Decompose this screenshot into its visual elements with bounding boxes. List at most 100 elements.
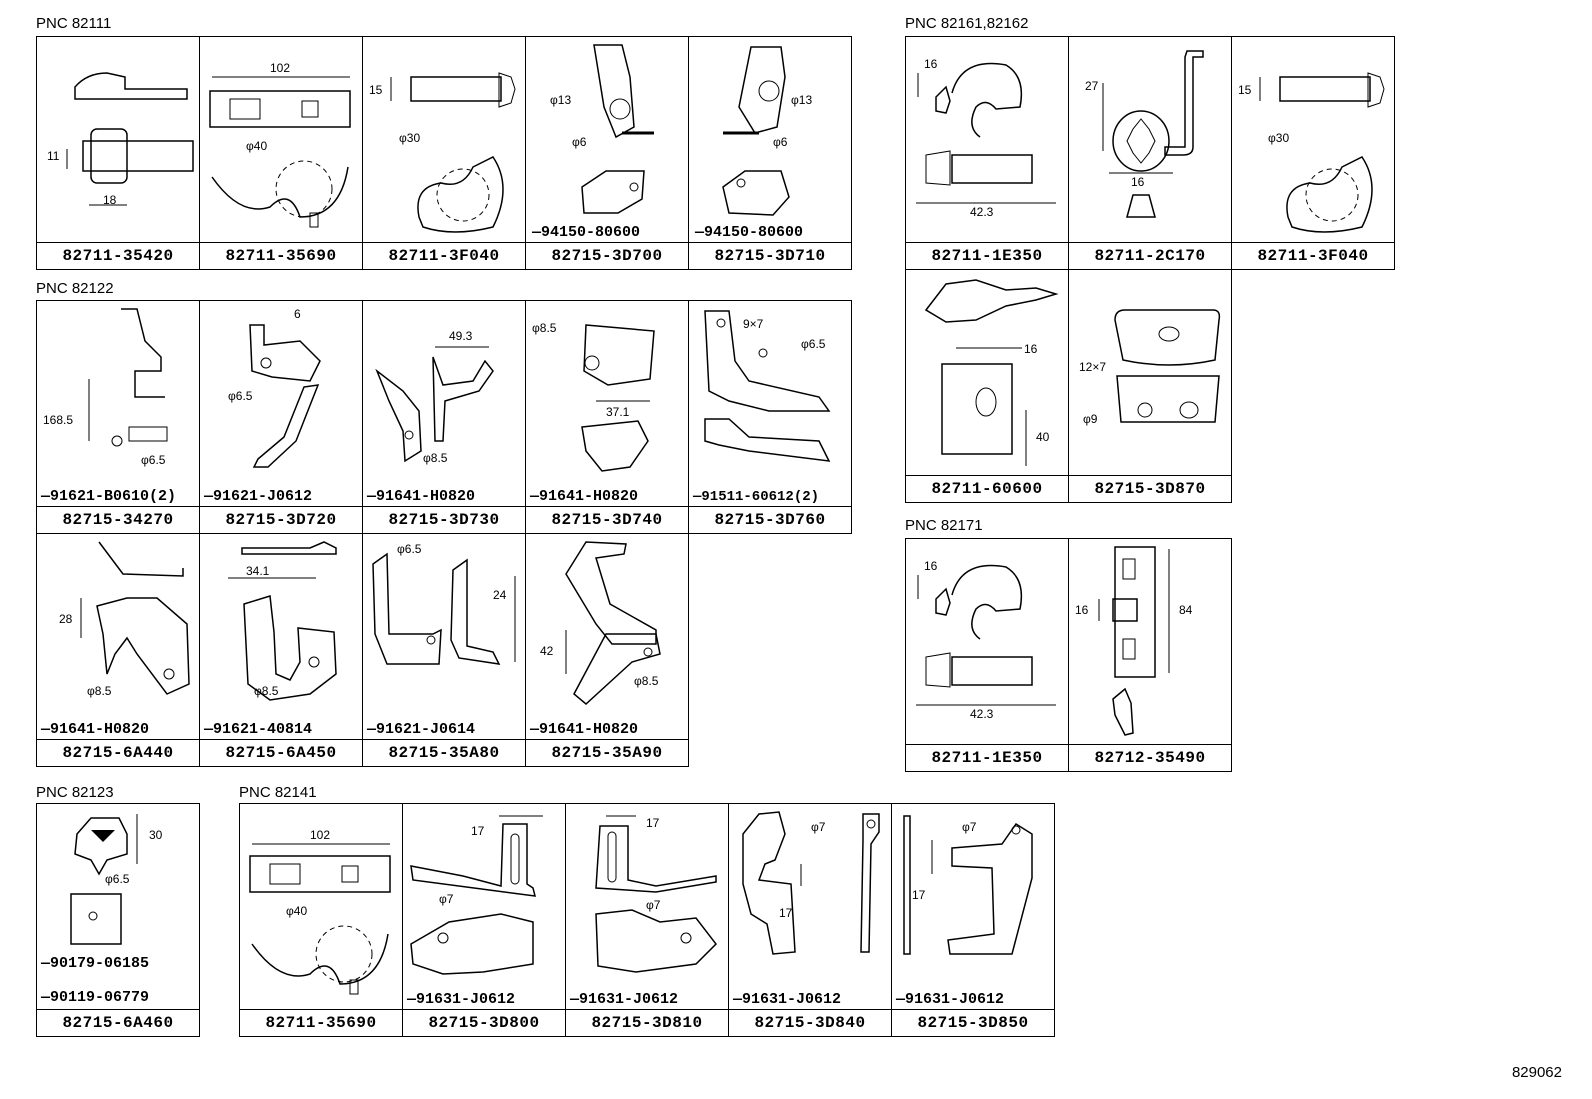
bracket-illustration	[249, 324, 321, 468]
part-cell-82711-60600[interactable]: 16 40 82711-60600	[905, 269, 1069, 503]
part-cell-82711-2C170[interactable]: 27 16 82711-2C170	[1068, 36, 1232, 270]
fastener-number: —91621-J0614	[367, 721, 476, 738]
part-cell-82712-35490[interactable]: 16 84 82712-35490	[1068, 538, 1232, 772]
dim-label: 11	[47, 149, 60, 163]
part-cell-82711-35690-b[interactable]: 102 φ40 82711-35690	[239, 803, 403, 1037]
part-cell-82715-3D740[interactable]: φ8.5 37.1 —91641-H0820 82715-3D740	[525, 300, 689, 534]
dim-label: 17	[912, 888, 926, 902]
dim-label: φ40	[246, 139, 268, 153]
part-number: 82715-6A450	[200, 739, 362, 766]
clamp-illustration	[390, 72, 516, 233]
part-cell-82715-3D720[interactable]: 6 φ6.5 —91621-J0612 82715-3D720	[199, 300, 363, 534]
part-cell-82715-35A80[interactable]: φ6.5 24 —91621-J0614 82715-35A80	[362, 533, 526, 767]
part-number: 82715-6A460	[37, 1009, 199, 1036]
clip-illustration	[916, 564, 1056, 706]
dim-label: 16	[1075, 603, 1089, 617]
bracket-illustration	[742, 811, 880, 955]
clip-illustration	[1098, 546, 1170, 736]
part-number: 82715-3D720	[200, 506, 362, 533]
part-cell-82715-6A450[interactable]: 34.1 φ8.5 —91621-40814 82715-6A450	[199, 533, 363, 767]
part-number: 82715-3D840	[729, 1009, 891, 1036]
part-cell-82715-3D760[interactable]: 9×7 φ6.5 —91511-60612(2) 82715-3D760	[688, 300, 852, 534]
dim-label: 28	[59, 612, 73, 626]
fastener-number: —91641-H0820	[41, 721, 150, 738]
dim-label: 6	[294, 307, 301, 321]
dim-label: φ8.5	[87, 684, 112, 698]
dim-label: 40	[1036, 430, 1050, 444]
dim-label: 17	[471, 824, 485, 838]
part-number: 82715-35A90	[526, 739, 688, 766]
part-cell-82711-35420[interactable]: 11 18 82711-35420	[36, 36, 200, 270]
part-number: 82711-1E350	[906, 744, 1068, 771]
dim-label: 84	[1179, 603, 1193, 617]
dim-label: φ6	[773, 135, 788, 149]
dim-label: φ13	[550, 93, 572, 107]
part-cell-82715-3D810[interactable]: 17 φ7 —91631-J0612 82715-3D810	[565, 803, 729, 1037]
clip-illustration	[66, 72, 194, 206]
part-number: 82715-3D810	[566, 1009, 728, 1036]
fastener-number: —90119-06779	[41, 989, 150, 1006]
bracket-illustration	[228, 541, 337, 701]
group-label-pnc-82141: PNC 82141	[239, 784, 317, 801]
clip-illustration	[924, 279, 1059, 466]
fastener-number: —91641-H0820	[367, 488, 476, 505]
fastener-number: —91511-60612(2)	[693, 489, 820, 505]
part-cell-82715-6A460[interactable]: 30 φ6.5 —90179-06185 —90119-06779 82715-…	[36, 803, 200, 1037]
part-number: 82715-3D760	[689, 506, 851, 533]
part-cell-82715-3D730[interactable]: 49.3 φ8.5 —91641-H0820 82715-3D730	[362, 300, 526, 534]
dim-label: φ6	[572, 135, 587, 149]
fastener-number: —91631-J0612	[896, 991, 1005, 1008]
clamp-illustration	[209, 76, 351, 228]
dim-label: 102	[310, 828, 331, 842]
part-cell-82711-1E350-b[interactable]: 16 42.3 82711-1E350	[905, 538, 1069, 772]
dim-label: 17	[779, 906, 793, 920]
dim-label: 168.5	[43, 413, 74, 427]
part-number: 82711-35420	[37, 242, 199, 269]
part-cell-82711-35690[interactable]: 102 φ40 82711-35690	[199, 36, 363, 270]
dim-label: φ9	[1083, 412, 1098, 426]
part-number: 82715-3D870	[1069, 475, 1231, 502]
part-cell-82715-3D800[interactable]: 17 φ7 —91631-J0612 82715-3D800	[402, 803, 566, 1037]
dim-label: 49.3	[449, 329, 473, 343]
fastener-number: —91641-H0820	[530, 721, 639, 738]
part-cell-82711-3F040-b[interactable]: 15 φ30 82711-3F040	[1231, 36, 1395, 270]
dim-label: 15	[1238, 83, 1252, 97]
dim-label: φ8.5	[254, 684, 279, 698]
part-cell-82715-35A90[interactable]: 42 φ8.5 —91641-H0820 82715-35A90	[525, 533, 689, 767]
dim-label: 17	[646, 816, 660, 830]
part-number: 82711-35690	[240, 1009, 402, 1036]
group-label-pnc-82123: PNC 82123	[36, 784, 114, 801]
part-cell-82715-3D710[interactable]: φ13 φ6 —94150-80600 82715-3D710	[688, 36, 852, 270]
part-cell-82711-1E350[interactable]: 16 42.3 82711-1E350	[905, 36, 1069, 270]
fastener-number: —90179-06185	[41, 955, 150, 972]
part-number: 82715-3D800	[403, 1009, 565, 1036]
dim-label: φ6.5	[801, 337, 826, 351]
part-cell-82715-3D850[interactable]: φ7 17 —91631-J0612 82715-3D850	[891, 803, 1055, 1037]
part-cell-82715-3D870[interactable]: 12×7 φ9 82715-3D870	[1068, 269, 1232, 503]
fastener-number: —91631-J0612	[407, 991, 516, 1008]
dim-label: 102	[270, 61, 291, 75]
part-cell-82715-3D840[interactable]: φ7 17 —91631-J0612 82715-3D840	[728, 803, 892, 1037]
bracket-illustration	[595, 815, 717, 973]
fastener-number: —94150-80600	[695, 224, 804, 241]
dim-label: 42	[540, 644, 554, 658]
dim-label: φ6.5	[141, 453, 166, 467]
bracket-illustration	[565, 541, 661, 705]
part-cell-82715-6A440[interactable]: 28 φ8.5 —91641-H0820 82715-6A440	[36, 533, 200, 767]
bracket-illustration	[372, 552, 516, 665]
part-cell-82715-3D700[interactable]: φ13 φ6 —94150-80600 82715-3D700	[525, 36, 689, 270]
group-label-pnc-82171: PNC 82171	[905, 517, 983, 534]
bracket-illustration	[903, 815, 1033, 955]
dim-label: 37.1	[606, 405, 630, 419]
dim-label: φ30	[399, 131, 421, 145]
dim-label: 12×7	[1079, 360, 1107, 374]
part-number: 82715-34270	[37, 506, 199, 533]
part-number: 82715-3D740	[526, 506, 688, 533]
dim-label: 15	[369, 83, 383, 97]
dim-label: φ13	[791, 93, 813, 107]
part-cell-82715-34270[interactable]: 168.5 φ6.5 —91621-B0610(2) 82715-34270	[36, 300, 200, 534]
part-number: 82715-3D850	[892, 1009, 1054, 1036]
clip-illustration	[916, 62, 1056, 204]
bracket-illustration	[722, 46, 790, 216]
part-cell-82711-3F040[interactable]: 15 φ30 82711-3F040	[362, 36, 526, 270]
